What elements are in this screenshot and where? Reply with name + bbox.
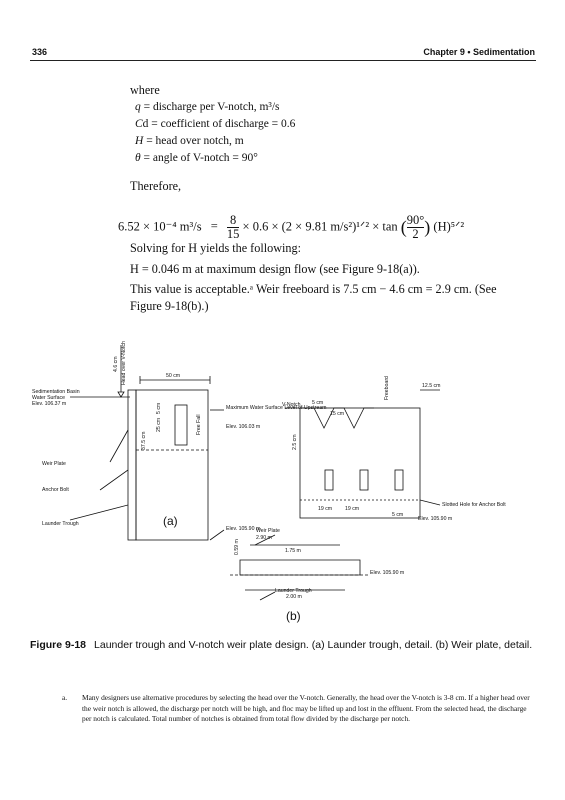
label-25cm: 25 cm <box>156 418 162 432</box>
eq-fraction-2: 90° 2 <box>406 213 425 241</box>
label-head: Head over V-Notch <box>121 341 127 385</box>
label-free-fall: Free Fall <box>196 415 202 435</box>
weir-plate-wall <box>127 389 137 541</box>
label-anchor-bolt: Anchor Bolt <box>42 487 69 493</box>
definition-q: q = discharge per V-notch, m³/s <box>135 101 280 113</box>
definition-h: H = head over notch, m <box>135 135 244 147</box>
definition-cd: Cd = coefficient of discharge = 0.6 <box>135 118 296 130</box>
label-375cm: 37.5 cm <box>141 432 147 450</box>
label-sub-a: (a) <box>163 514 178 528</box>
label-weir-plate: Weir Plate <box>42 461 66 467</box>
therefore-label: Therefore, <box>130 179 182 193</box>
leader-lower-launder <box>259 591 276 601</box>
diagram-b-plate <box>230 534 370 601</box>
label-5cm-c: 5 cm <box>392 512 403 518</box>
label-15cm: 15 cm <box>330 411 344 417</box>
label-290m: 2.90 m <box>256 535 272 541</box>
water-surface-triangle <box>117 391 125 398</box>
leader-anchor-bolt <box>99 469 129 491</box>
leader-elev-bottom <box>209 529 225 541</box>
label-elev-b: Elev. 105.90 m <box>418 516 452 522</box>
label-19cm-a: 19 cm <box>318 506 332 512</box>
inner-baffle <box>174 404 188 446</box>
label-50cm: 50 cm <box>166 373 180 379</box>
label-25cm-b: 2.5 cm <box>292 434 298 450</box>
page-number: 336 <box>32 47 48 57</box>
footnote-mark: a. <box>62 693 68 702</box>
label-elev-max: Elev. 106.03 m <box>226 424 260 430</box>
label-elev-bottom: Elev. 105.90 m <box>226 526 260 532</box>
label-launder-b: Launder Trough <box>275 588 312 594</box>
label-elev-top: Elev. 106.37 m <box>32 401 66 407</box>
label-water-surface: Water Surface <box>32 395 65 401</box>
label-max-ws: Maximum Water Surface Level of Upstream <box>226 405 326 411</box>
slotted-hole-2 <box>359 469 369 491</box>
diagram-b-vnotch <box>285 389 441 519</box>
eq-equals: = <box>210 219 218 234</box>
caption-label: Figure 9-18 <box>30 639 87 651</box>
eq-middle: × 0.6 × (2 × 9.81 m/s²)¹ᐟ² × tan <box>242 219 398 234</box>
label-200m: 2.00 m <box>286 594 302 600</box>
caption-text: Launder trough and V-notch weir plate de… <box>94 639 533 651</box>
definition-theta: θ = angle of V-notch = 90° <box>135 152 258 164</box>
label-059m: 0.59 m <box>234 539 240 555</box>
slotted-hole-3 <box>394 469 404 491</box>
label-weir-plate-b: Weir Plate <box>256 528 280 534</box>
footnote-text: Many designers use alternative procedure… <box>82 693 530 723</box>
label-launder: Launder Trough <box>42 521 79 527</box>
weir-plate-detail <box>299 407 421 519</box>
launder-trough <box>135 389 209 541</box>
eq-fraction-1: 8 15 <box>226 213 240 241</box>
header-rule <box>30 60 536 61</box>
label-freeboard: Freeboard <box>384 376 390 400</box>
label-elev-b2: Elev. 105.90 m <box>370 570 404 576</box>
eq-lhs: 6.52 × 10⁻⁴ m³/s <box>118 219 202 234</box>
label-vnotch: V-Notch <box>282 402 301 408</box>
leader-launder <box>69 504 129 521</box>
label-basin: Sedimentation Basin <box>32 389 80 395</box>
figure-caption: Figure 9-18 Launder trough and V-notch we… <box>30 638 535 653</box>
diagram-a <box>69 345 225 541</box>
leader-lower-weir <box>254 534 276 546</box>
lower-weir-plate <box>239 559 361 576</box>
eq-tail: (H)⁵ᐟ² <box>433 219 465 234</box>
label-125cm: 12.5 cm <box>422 383 440 389</box>
label-19cm-b: 19 cm <box>345 506 359 512</box>
where-label: where <box>130 83 160 97</box>
leader-slotted <box>419 499 441 506</box>
label-175m: 1.75 m <box>285 548 301 554</box>
leader-weir-plate <box>109 429 129 463</box>
slotted-hole-1 <box>324 469 334 491</box>
figure-9-18: Sedimentation Basin Water Surface Elev. … <box>32 341 506 623</box>
label-sub-b: (b) <box>286 609 301 623</box>
label-5cm: 5 cm <box>156 403 162 414</box>
solving-text: Solving for H yields the following: <box>130 241 301 255</box>
label-46cm: 4.6 cm <box>113 356 119 372</box>
equation: 6.52 × 10⁻⁴ m³/s = 8 15 × 0.6 × (2 × 9.8… <box>118 213 465 241</box>
label-5cm-b: 5 cm <box>312 400 323 406</box>
acceptable-text: This value is acceptable.ᵃ Weir freeboar… <box>130 282 497 313</box>
chapter-title: Chapter 9 • Sedimentation <box>423 47 535 57</box>
label-slotted: Slotted Hole for Anchor Bolt <box>442 502 506 508</box>
result-text: H = 0.046 m at maximum design flow (see … <box>130 262 420 276</box>
